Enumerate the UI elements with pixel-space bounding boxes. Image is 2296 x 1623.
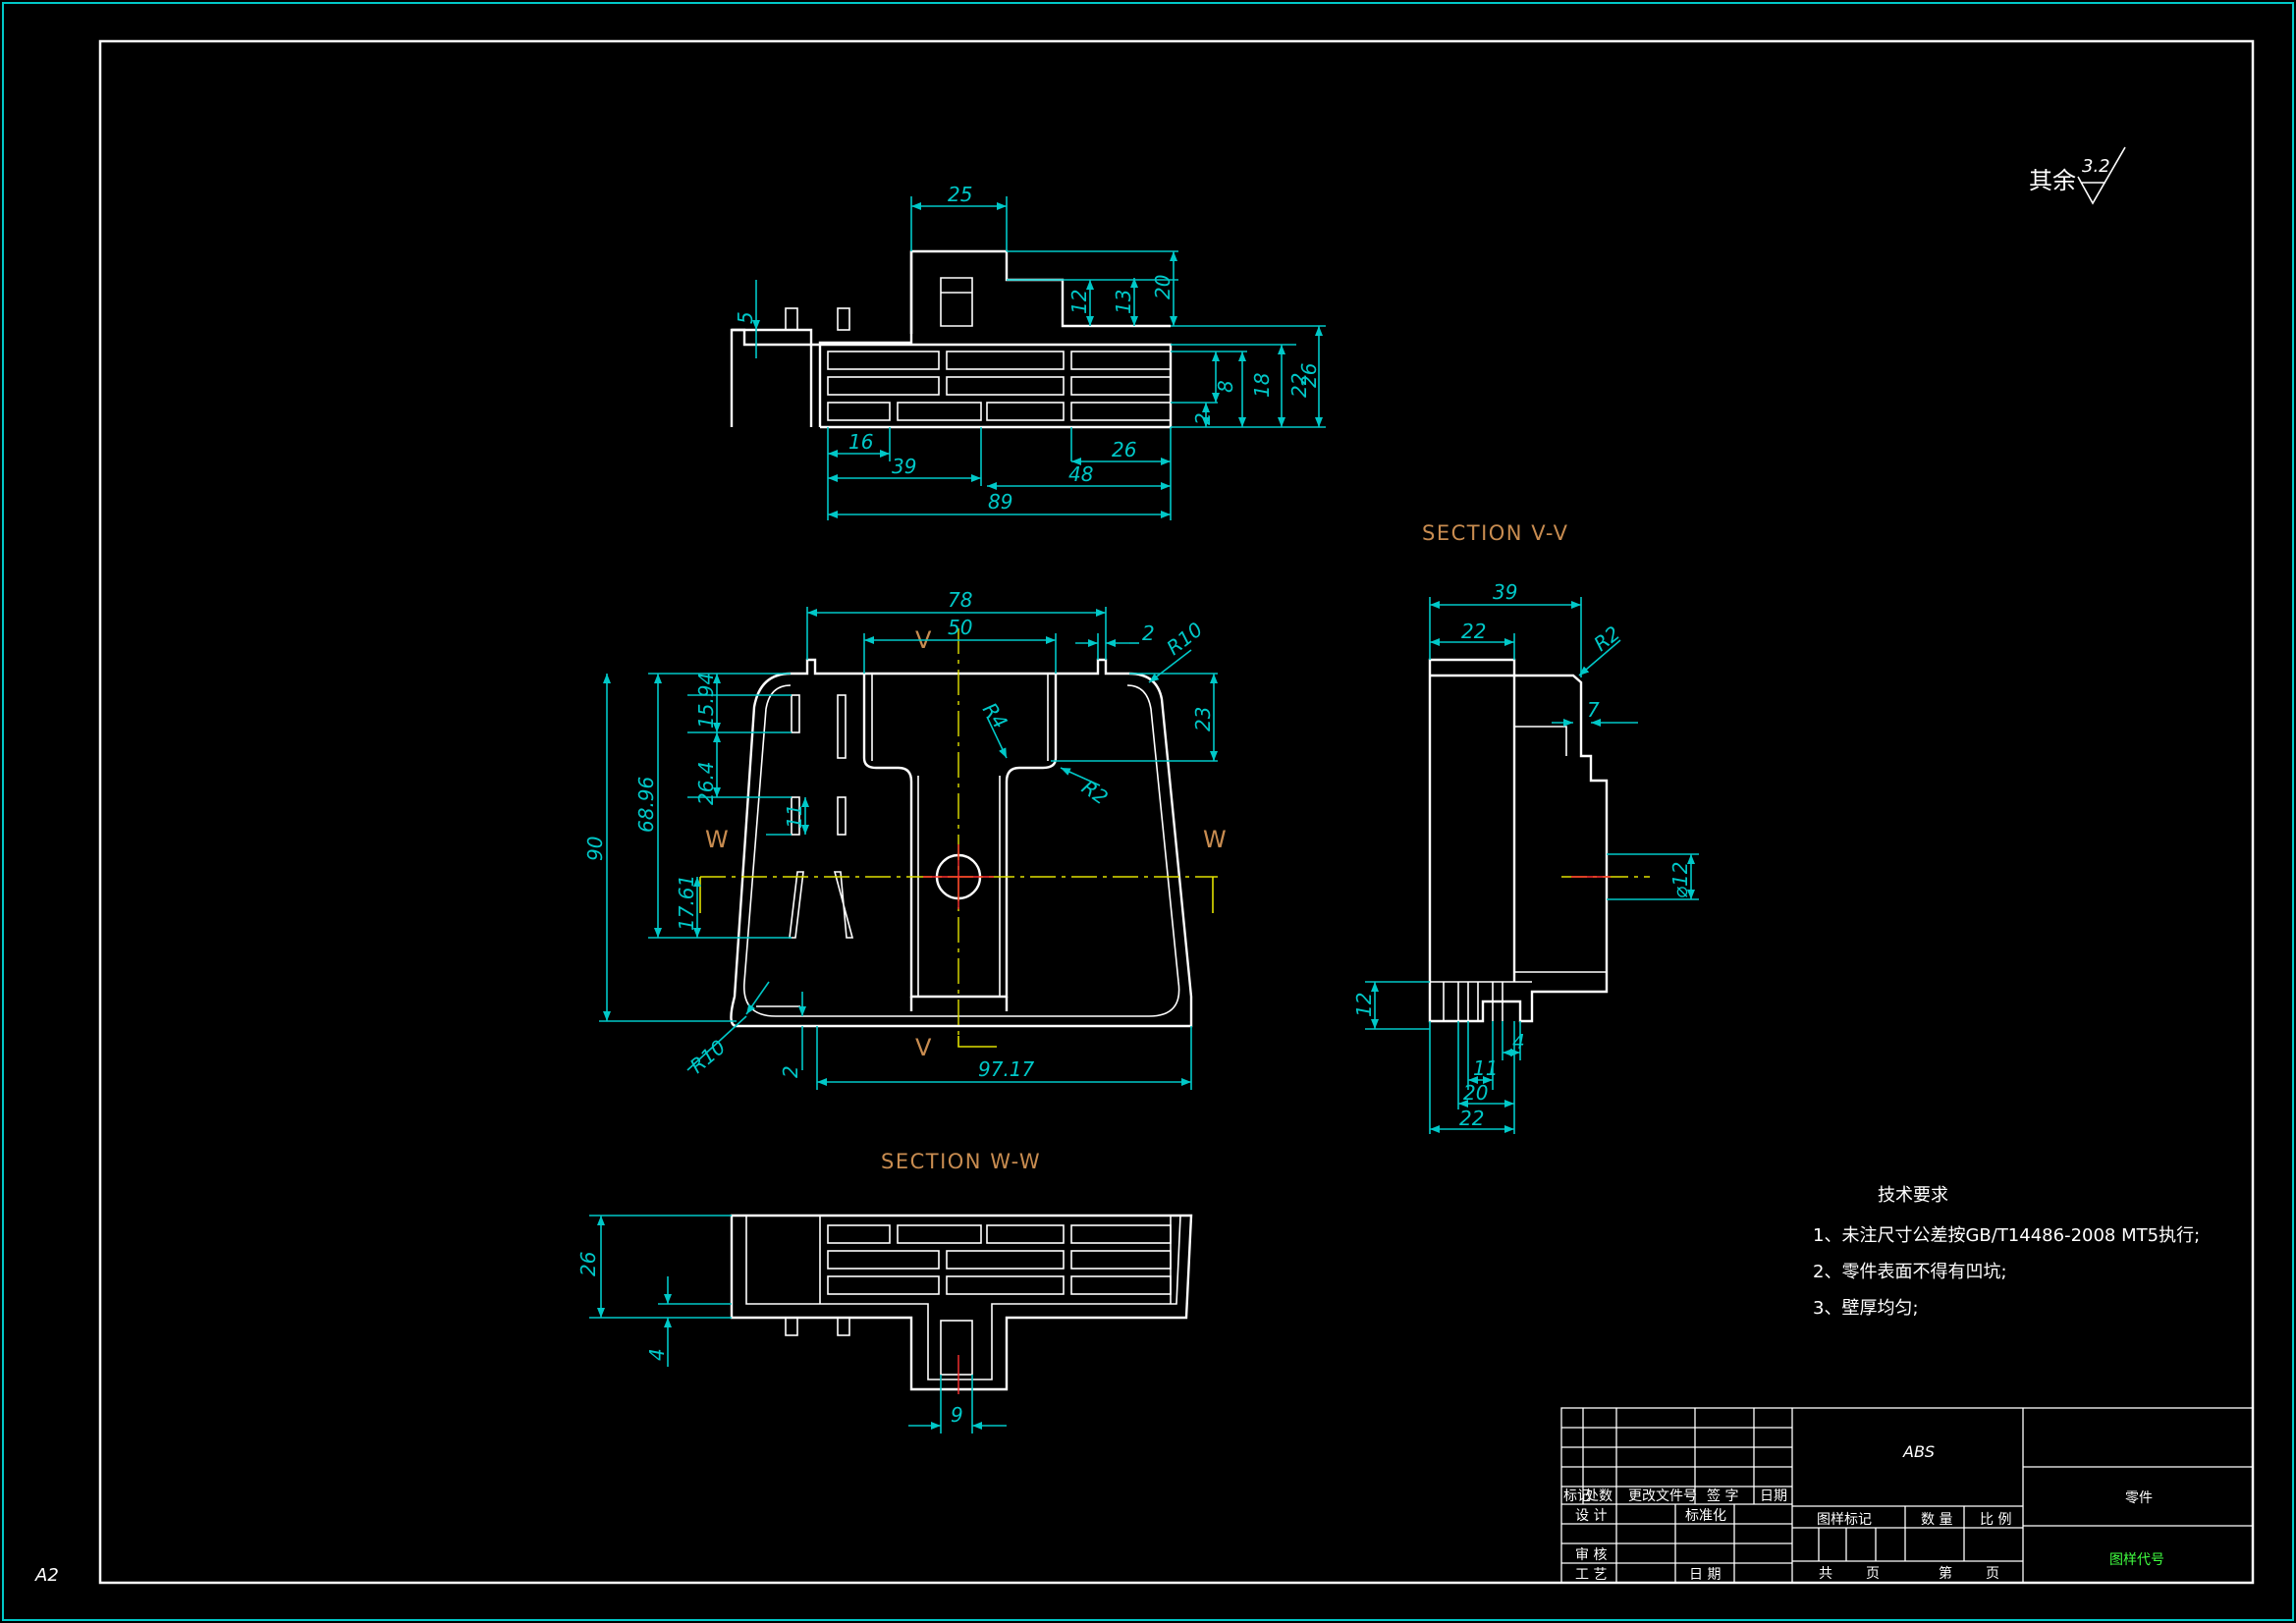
dim-v-90: 90 bbox=[583, 837, 607, 861]
cut-marker-w-left: W bbox=[705, 826, 729, 853]
dim-v-23: 23 bbox=[1191, 707, 1215, 731]
dim-v-r10b: R10 bbox=[685, 1035, 731, 1078]
tb-design: 设 计 bbox=[1575, 1508, 1607, 1524]
dim-v-r4: R4 bbox=[978, 698, 1012, 733]
rev-header-date: 日期 bbox=[1760, 1488, 1787, 1504]
dim-top-22: 22 bbox=[1287, 373, 1311, 398]
tb-date: 日 期 bbox=[1689, 1567, 1721, 1583]
sheet-format-label: A2 bbox=[34, 1565, 59, 1586]
side-view: 39 22 R2 7 ⌀12 12 4 11 20 22 bbox=[1352, 580, 1699, 1134]
dim-top-16: 16 bbox=[848, 430, 873, 454]
dim-top-13: 13 bbox=[1112, 290, 1135, 314]
svg-text:3.2: 3.2 bbox=[2082, 156, 2110, 177]
tech-req-item-2: 2、零件表面不得有凹坑; bbox=[1813, 1262, 2007, 1282]
dim-w-4: 4 bbox=[645, 1348, 669, 1361]
dim-v-78: 78 bbox=[948, 588, 972, 612]
dim-top-26: 26 bbox=[1297, 363, 1321, 388]
section-w-view: 26 4 9 bbox=[576, 1214, 1193, 1434]
cut-marker-v-bottom: V bbox=[915, 1034, 932, 1061]
dim-side-dia12: ⌀12 bbox=[1668, 862, 1692, 899]
dim-top-12: 12 bbox=[1067, 290, 1091, 314]
dim-v-15-94: 15.94 bbox=[694, 673, 718, 729]
tb-page2: 页 bbox=[1986, 1566, 1999, 1582]
dim-v-97-17: 97.17 bbox=[978, 1057, 1035, 1081]
tb-material: ABS bbox=[1902, 1442, 1935, 1461]
dim-top-8: 8 bbox=[1214, 380, 1237, 393]
tb-page: 页 bbox=[1866, 1566, 1880, 1582]
dim-side-4: 4 bbox=[1512, 1030, 1525, 1054]
tb-drawing-no: 图样代号 bbox=[2109, 1552, 2164, 1568]
surface-roughness-symbol: 其余 3.2 bbox=[2029, 146, 2126, 205]
dim-side-r2: R2 bbox=[1589, 622, 1624, 656]
cut-marker-w-right: W bbox=[1203, 826, 1227, 853]
dim-top-26b: 26 bbox=[1112, 438, 1136, 461]
tb-standardization: 标准化 bbox=[1685, 1508, 1726, 1524]
dim-side-22: 22 bbox=[1461, 620, 1486, 643]
dim-top-20: 20 bbox=[1151, 275, 1175, 299]
tb-process: 工 艺 bbox=[1575, 1567, 1607, 1583]
dim-v-68-96: 68.96 bbox=[634, 777, 658, 833]
inner-frame bbox=[98, 39, 2255, 1585]
dim-v-17-61: 17.61 bbox=[675, 875, 698, 931]
dim-side-22b: 22 bbox=[1459, 1107, 1484, 1130]
tb-total: 共 bbox=[1819, 1566, 1832, 1582]
dim-v-r2: R2 bbox=[1077, 775, 1113, 809]
tb-stage-mark: 图样标记 bbox=[1817, 1512, 1872, 1528]
tb-review: 审 核 bbox=[1575, 1547, 1607, 1563]
section-v-view: V V W W bbox=[583, 588, 1227, 1090]
tb-part-name: 零件 bbox=[2125, 1490, 2153, 1506]
rev-header-docno: 更改文件号 bbox=[1628, 1488, 1697, 1504]
rev-header-sign: 签 字 bbox=[1707, 1488, 1738, 1504]
section-v-title: SECTION V-V bbox=[1422, 521, 1569, 545]
dim-v-50: 50 bbox=[948, 616, 972, 639]
dim-top-48: 48 bbox=[1068, 462, 1093, 486]
dim-v-2b: 2 bbox=[779, 1065, 802, 1078]
tb-sheet-no: 第 bbox=[1939, 1565, 1952, 1582]
rev-header-count: 处数 bbox=[1585, 1488, 1613, 1504]
tb-quantity: 数 量 bbox=[1921, 1512, 1952, 1528]
dim-top-18: 18 bbox=[1250, 373, 1274, 398]
section-w-title: SECTION W-W bbox=[881, 1150, 1041, 1173]
tech-req-item-3: 3、壁厚均匀; bbox=[1813, 1298, 1919, 1319]
dim-v-26-4: 26.4 bbox=[694, 761, 718, 805]
dim-w-26: 26 bbox=[576, 1252, 600, 1276]
tb-scale: 比 例 bbox=[1980, 1512, 2011, 1528]
svg-text:其余: 其余 bbox=[2029, 167, 2076, 194]
top-view: 25 5 12 13 20 8 18 22 26 2 16 39 26 48 8… bbox=[730, 183, 1326, 520]
dim-v-r10: R10 bbox=[1162, 618, 1207, 660]
dim-w-9: 9 bbox=[951, 1403, 963, 1427]
dim-v-11: 11 bbox=[783, 804, 806, 829]
dim-top-89: 89 bbox=[988, 490, 1012, 514]
dim-side-11: 11 bbox=[1473, 1056, 1498, 1080]
tech-req-title: 技术要求 bbox=[1878, 1185, 1948, 1206]
tech-req-item-1: 1、未注尺寸公差按GB/T14486-2008 MT5执行; bbox=[1813, 1225, 2200, 1246]
dim-top-5: 5 bbox=[734, 311, 757, 324]
dim-side-39: 39 bbox=[1493, 580, 1517, 604]
dim-side-7: 7 bbox=[1587, 698, 1600, 722]
rev-header-mark: 标记 bbox=[1563, 1488, 1591, 1504]
dim-top-39: 39 bbox=[892, 455, 916, 478]
dim-side-12: 12 bbox=[1352, 993, 1376, 1017]
dim-v-2: 2 bbox=[1142, 622, 1155, 645]
dim-top-2: 2 bbox=[1191, 412, 1215, 425]
dim-top-25: 25 bbox=[948, 183, 972, 206]
title-block: 标记 处数 更改文件号 签 字 日期 设 计 标准化 审 核 工 艺 日 期 A… bbox=[1560, 1407, 2254, 1584]
technical-requirements: 技术要求 1、未注尺寸公差按GB/T14486-2008 MT5执行; 2、零件… bbox=[1813, 1185, 2200, 1319]
dim-side-20: 20 bbox=[1463, 1081, 1488, 1105]
